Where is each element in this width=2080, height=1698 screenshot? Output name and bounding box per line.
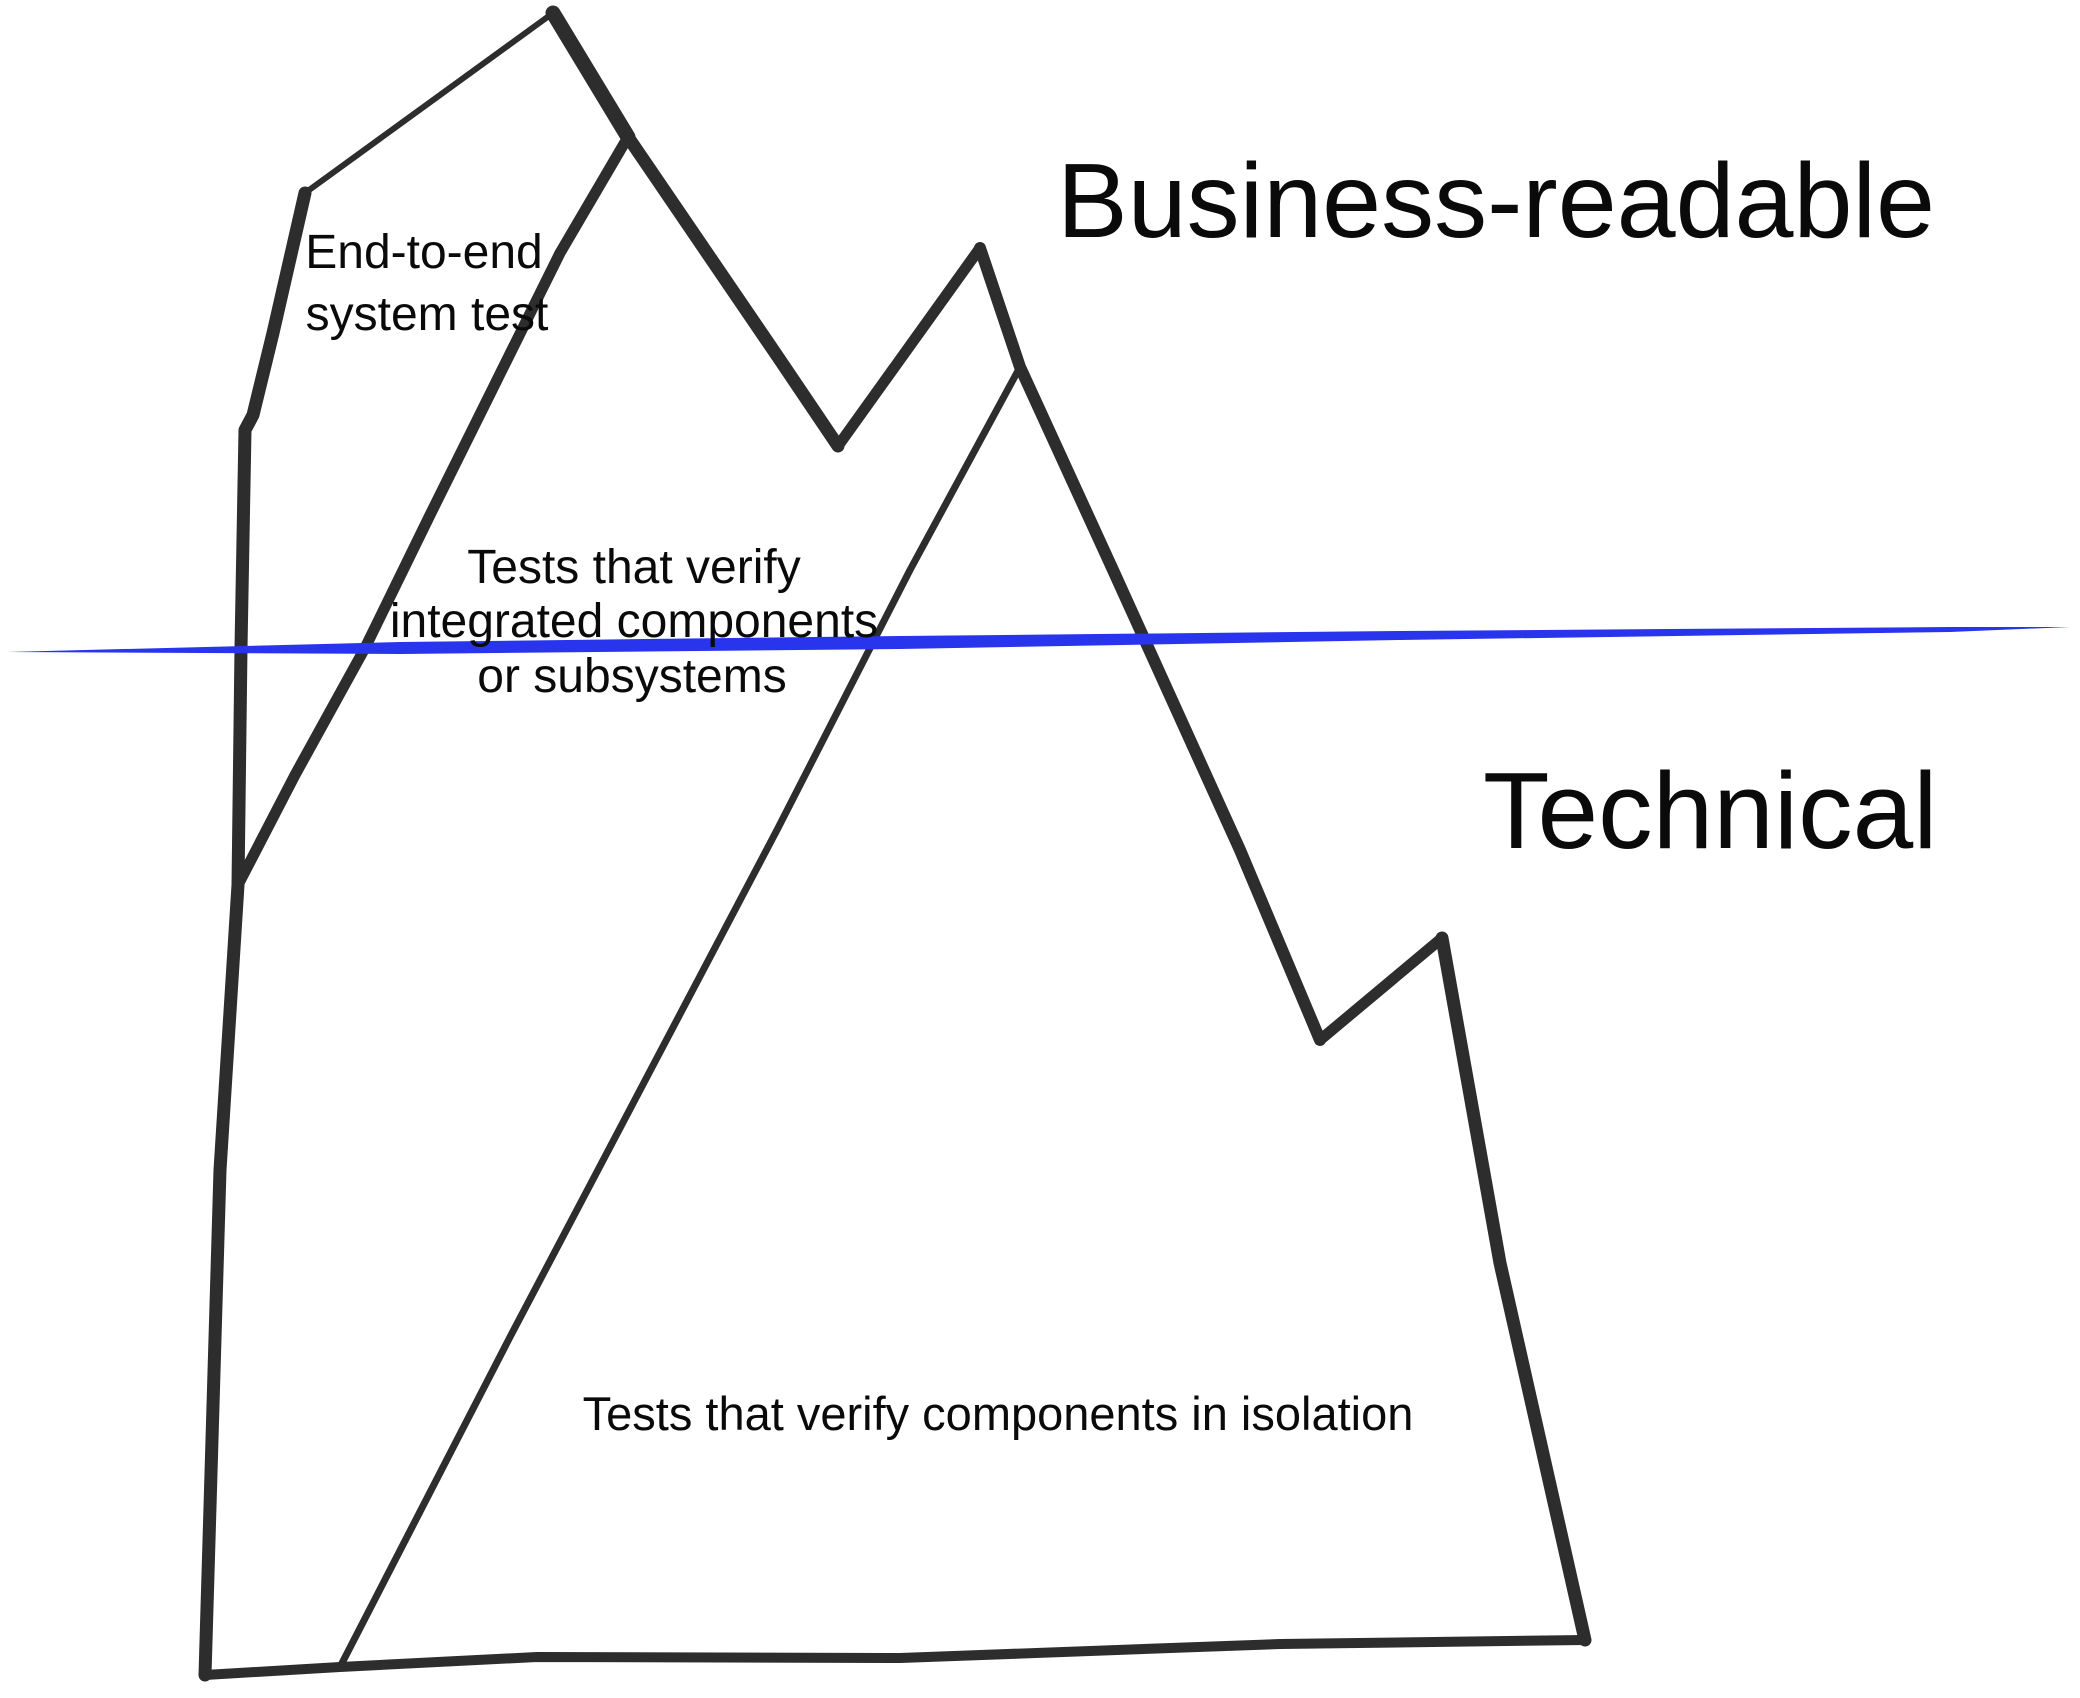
business-readable-title: Business-readable — [1057, 142, 1935, 260]
iceberg-bottom-edge — [200, 1635, 1590, 1680]
iceberg-valley1-slope — [621, 130, 845, 453]
iceberg-peak2-right-slope — [974, 242, 1326, 1046]
end-to-end-label-line1: End-to-end — [305, 226, 543, 279]
unit-test-label: Tests that verify components in isolatio… — [583, 1387, 1414, 1440]
technical-title: Technical — [1483, 750, 1937, 872]
iceberg-peak1-right-slope — [545, 5, 636, 145]
integration-label-line2: integrated components — [390, 595, 878, 648]
integration-label-line3: or subsystems — [477, 650, 786, 703]
iceberg-minipeak-left-slope — [1314, 932, 1448, 1046]
iceberg-left-edge — [198, 186, 312, 1682]
iceberg-peak2-left-slope — [832, 242, 986, 452]
end-to-end-label-line2: system test — [306, 288, 549, 341]
waterline — [7, 627, 2070, 654]
divider-integration-unit — [336, 363, 1024, 1671]
iceberg-peak1-left-slope — [302, 10, 556, 196]
iceberg-right-edge — [1435, 931, 1592, 1647]
integration-label-line1: Tests that verify — [467, 541, 800, 594]
divider-endtoend-integration — [232, 131, 634, 891]
